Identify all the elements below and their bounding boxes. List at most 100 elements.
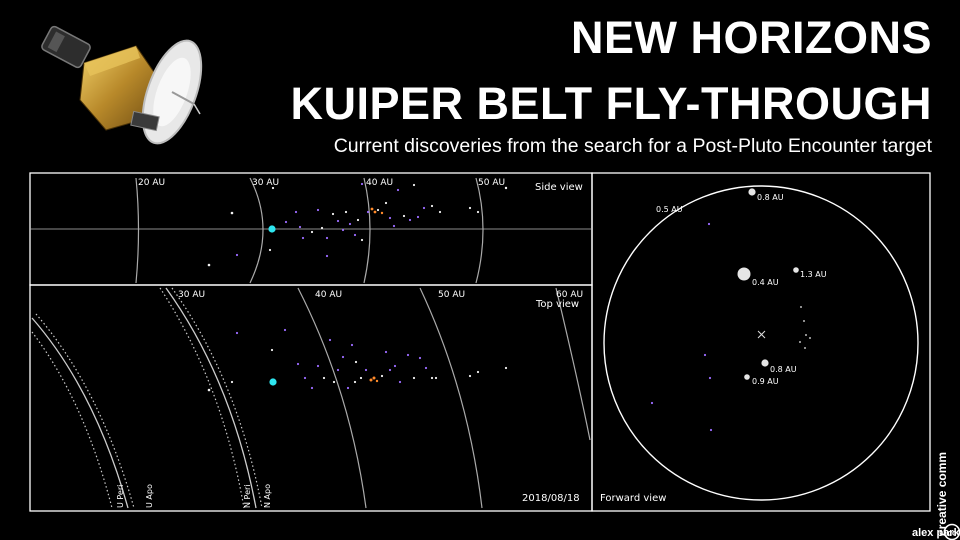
kbo-marker [331,212,335,216]
field-object [709,428,713,432]
kbo-marker [235,253,239,257]
kbo-marker [310,230,314,234]
kbo-marker [310,386,314,390]
forward-field-objects [650,222,811,432]
kbo-marker [434,376,438,380]
top-view-label: Top view [535,299,579,310]
target-marker [793,267,799,273]
kbo-marker [268,225,276,233]
target-marker [761,359,769,367]
kbo-marker [476,210,480,214]
kbo-marker [270,348,274,352]
au-arc-30 [249,177,264,284]
kbo-marker [332,380,336,384]
kbo-marker [370,207,374,211]
kbo-marker [418,356,422,360]
uranus-perihelion-arc [31,331,113,509]
top-view-objects [207,328,508,392]
kbo-marker [325,254,329,258]
kbo-marker [359,376,363,380]
neptune-perihelion-arc [159,287,245,509]
kbo-marker [375,379,379,383]
side-au-label: 30 AU [252,178,279,188]
side-view: 20 AU 30 AU 40 AU 50 AU Side view [30,177,592,284]
kbo-marker [504,186,508,190]
top-view-panel [29,284,593,512]
kbo-marker [336,219,340,223]
kbo-marker [336,368,340,372]
au-arc-20 [135,177,140,284]
kbo-marker [380,211,384,215]
kbo-marker [373,210,377,214]
kbo-marker [341,355,345,359]
kbo-marker [430,376,434,380]
kbo-marker [230,380,234,384]
field-object [707,222,711,226]
kbo-marker [271,186,275,190]
neptune-aphelion-label: N Apo [263,484,272,508]
kbo-marker [356,218,360,222]
kbo-marker [303,376,307,380]
kbo-marker [269,378,277,386]
kbo-marker [408,218,412,222]
page-subtitle-heading: KUIPER BELT FLY-THROUGH [290,78,932,129]
kbo-marker [341,228,345,232]
kbo-marker [476,370,480,374]
kbo-marker [283,328,287,332]
uranus-aphelion-label: U Apo [145,484,154,508]
kbo-marker [380,374,384,378]
kbo-marker [325,236,329,240]
field-of-view-circle [603,185,919,501]
au-arc-60 [555,287,591,441]
forward-view-label: Forward view [600,493,666,504]
target-distance-label: 1.3 AU [800,270,827,279]
field-object [650,401,654,405]
forward-view-panel [591,172,931,512]
kbo-marker [468,374,472,378]
crosshair-icon [757,330,766,339]
kbo-marker [392,224,396,228]
kbo-marker [369,378,373,382]
kbo-marker [346,386,350,390]
kbo-marker [344,210,348,214]
kbo-marker [366,210,370,214]
kbo-marker [235,331,239,335]
cc-badge: cc [948,529,957,538]
kbo-marker [384,350,388,354]
kbo-marker [393,364,397,368]
date-stamp: 2018/08/18 [522,493,580,504]
field-object [805,334,807,336]
side-view-objects [207,182,508,267]
creative-commons-icon: creative commons alex parker cc [912,452,960,540]
kbo-marker [296,362,300,366]
kbo-marker [430,204,434,208]
kbo-marker [316,364,320,368]
top-view: 30 AU 40 AU 50 AU 60 AU Top view 2018/08… [31,287,591,509]
kbo-marker [207,388,211,392]
field-object [708,376,712,380]
uranus-aphelion-arc [31,317,129,509]
top-au-label: 50 AU [438,290,465,300]
page-description: Current discoveries from the search for … [333,135,932,157]
page-title: NEW HORIZONS [571,12,932,63]
kbo-marker [328,338,332,342]
kbo-marker [268,248,272,252]
side-au-label: 40 AU [366,178,393,188]
side-au-label: 50 AU [478,178,505,188]
license-text: creative commons [935,452,949,536]
kbo-marker [422,206,426,210]
target-marker [748,188,756,196]
kbo-marker [322,376,326,380]
au-arc-40 [363,177,371,284]
target-distance-label: 0.8 AU [757,193,784,202]
kbo-marker [412,183,416,187]
kbo-marker [388,216,392,220]
kbo-marker [294,210,298,214]
target-distance-label: 0.9 AU [752,377,779,386]
kbo-marker [348,222,352,226]
kbo-marker [406,353,410,357]
kbo-marker [353,380,357,384]
author-text: alex parker [912,527,960,539]
forward-targets: 0.8 AU0.5 AU1.3 AU0.4 AU0.8 AU0.9 AU [656,188,827,386]
target-distance-label: 0.5 AU [656,205,683,214]
